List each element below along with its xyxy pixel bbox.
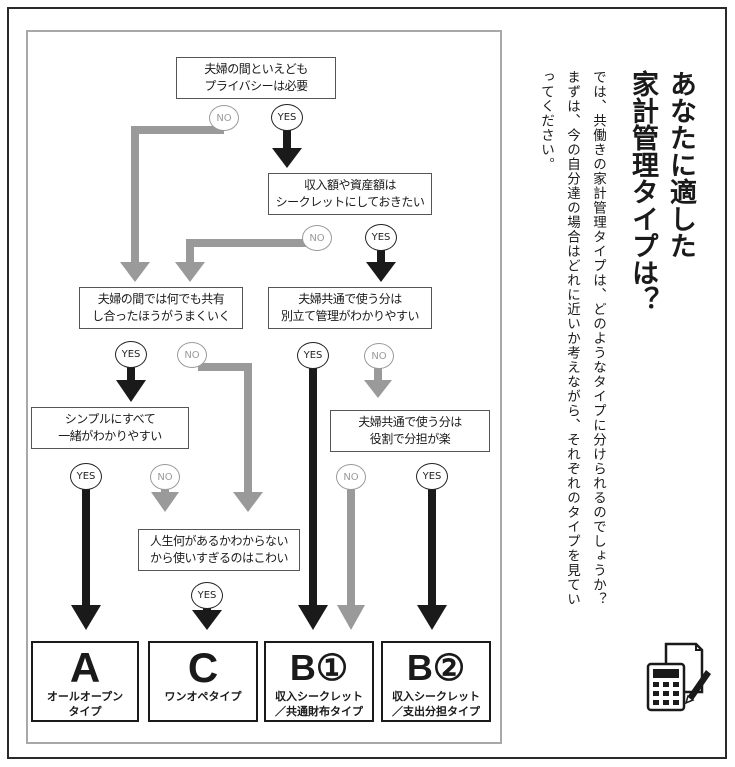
no-arrows <box>131 126 382 605</box>
yes-badge: YES <box>365 224 397 251</box>
arrowhead <box>116 380 146 402</box>
no-badge: NO <box>209 105 239 131</box>
no-badge: NO <box>150 464 180 490</box>
intro-line-2: まずは、今の自分達の場合はどれに近いか考えながら、それぞれのタイプを見てい <box>564 70 580 607</box>
page-border <box>7 7 727 759</box>
no-badge: NO <box>364 343 394 369</box>
yes-badge: YES <box>70 463 102 490</box>
question-box-q5: シンプルにすべて一緒がわかりやすい <box>31 407 189 449</box>
arrowhead <box>233 492 263 512</box>
yes-badge: YES <box>416 463 448 490</box>
result-letter: B① <box>289 647 349 688</box>
result-box-a: A オールオープン タイプ <box>31 641 139 722</box>
result-box-b2: B② 収入シークレット ／支出分担タイプ <box>381 641 491 722</box>
result-name: オールオープン <box>46 690 124 703</box>
result-name: ／共通財布タイプ <box>275 705 363 718</box>
arrowhead <box>337 605 365 630</box>
arrowhead <box>272 148 302 168</box>
no-badge: NO <box>302 225 332 251</box>
arrowhead <box>298 605 328 630</box>
title-line-2: 家計管理タイプは？ <box>627 70 658 313</box>
question-text: シンプルにすべて <box>64 412 156 426</box>
result-letter: B② <box>406 647 466 688</box>
question-box-q1: 夫婦の間といえどもプライバシーは必要 <box>176 57 336 99</box>
arrow-q3-no <box>198 363 252 492</box>
question-text: 別立て管理がわかりやすい <box>280 309 420 323</box>
arrowhead <box>364 380 392 398</box>
result-box-c: C ワンオペタイプ <box>148 641 258 722</box>
question-text: 人生何があるかわからない <box>149 534 289 548</box>
question-box-q2: 収入額や資産額はシークレットにしておきたい <box>268 173 432 215</box>
arrowhead <box>120 262 150 282</box>
question-text: 夫婦共通で使う分は <box>358 415 462 429</box>
no-badge: NO <box>336 464 366 490</box>
question-box-q3: 夫婦の間では何でも共有し合ったほうがうまくいく <box>79 287 243 329</box>
result-box-b1: B① 収入シークレット ／共通財布タイプ <box>264 641 374 722</box>
yes-badge: YES <box>115 341 147 368</box>
question-box-q7: 人生何があるかわからないから使いすぎるのはこわい <box>138 529 300 571</box>
question-text: 一緒がわかりやすい <box>58 429 162 443</box>
arrow-q2-no <box>186 239 317 262</box>
arrow-q1-no <box>131 126 224 262</box>
yes-badge: YES <box>191 582 223 609</box>
question-box-q6: 夫婦共通で使う分は役割で分担が楽 <box>330 410 490 452</box>
intro-line-1: では、共働きの家計管理タイプは、どのようなタイプに分けられるのでしょうか？ <box>590 70 606 607</box>
question-text: プライバシーは必要 <box>204 79 308 93</box>
question-text: シークレットにしておきたい <box>275 195 425 209</box>
question-box-q4: 夫婦共通で使う分は別立て管理がわかりやすい <box>268 287 432 329</box>
arrowhead <box>192 610 222 630</box>
result-name: タイプ <box>68 705 102 718</box>
intro-line-3: ってください。 <box>538 70 554 172</box>
result-name: ／支出分担タイプ <box>392 705 480 718</box>
arrowhead <box>175 262 205 282</box>
title-line-1: あなたに適した <box>665 70 696 259</box>
question-text: し合ったほうがうまくいく <box>91 309 231 323</box>
result-name: 収入シークレット <box>392 690 480 703</box>
arrowhead <box>417 605 447 630</box>
calculator-document-pen-icon <box>646 642 711 712</box>
result-name: 収入シークレット <box>275 690 363 703</box>
result-letter: A <box>69 644 101 691</box>
question-text: 役割で分担が楽 <box>369 432 451 446</box>
question-text: 夫婦の間といえども <box>204 62 308 76</box>
question-text: 夫婦共通で使う分は <box>298 292 402 306</box>
no-badge: NO <box>177 342 207 368</box>
yes-badge: YES <box>297 342 329 369</box>
arrowhead <box>151 492 179 512</box>
question-text: 夫婦の間では何でも共有 <box>97 292 225 306</box>
arrowhead <box>71 605 101 630</box>
flowchart-frame <box>26 30 502 744</box>
question-text: から使いすぎるのはこわい <box>149 551 289 565</box>
arrowhead <box>366 262 396 282</box>
question-text: 収入額や資産額は <box>303 178 397 192</box>
result-letter: C <box>187 644 219 691</box>
result-name: ワンオペタイプ <box>164 690 242 703</box>
yes-badge: YES <box>271 104 303 131</box>
